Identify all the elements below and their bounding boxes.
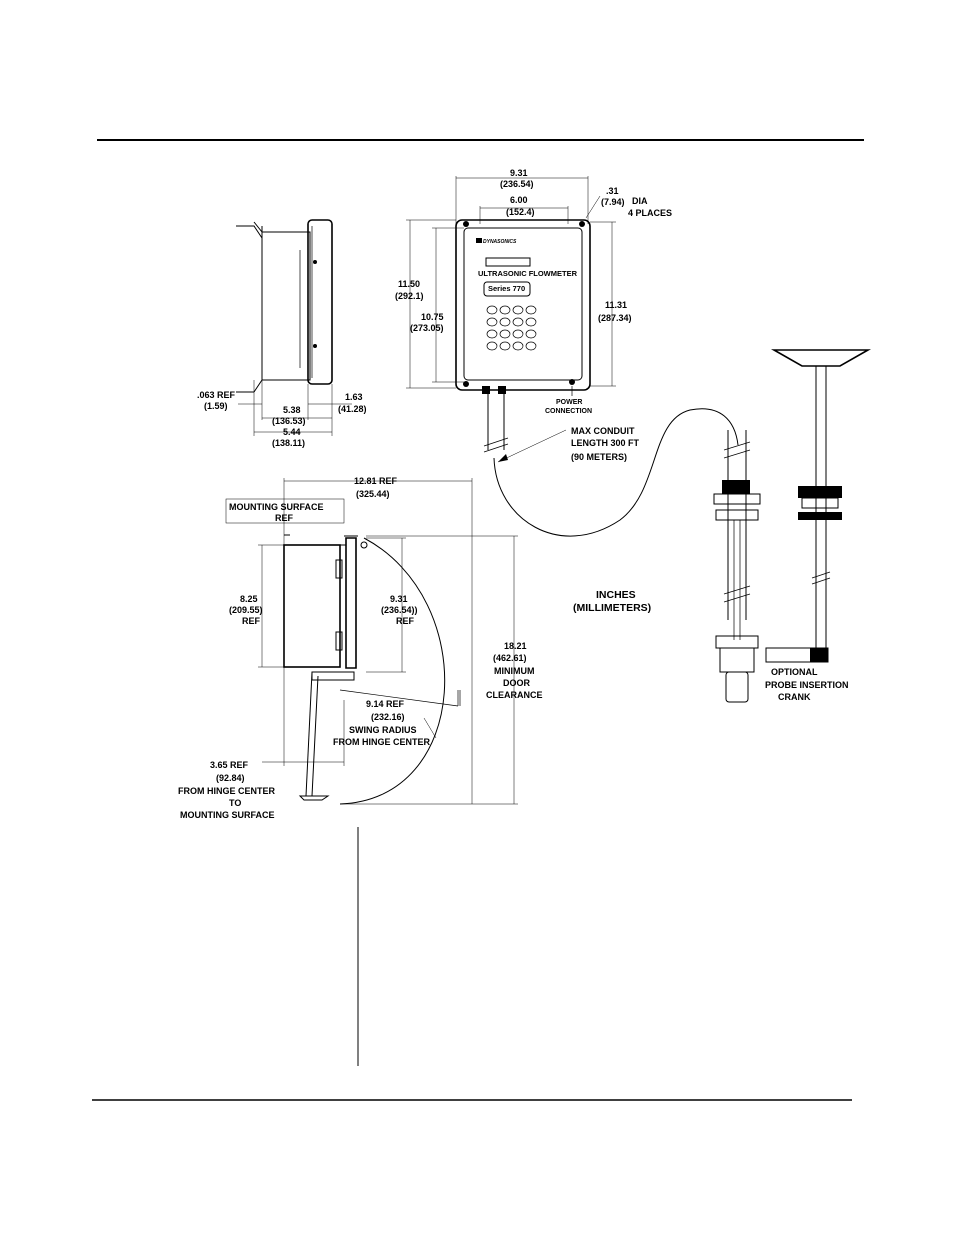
dim-931-top: 9.31: [390, 594, 408, 604]
dim-825: 8.25: [240, 594, 258, 604]
mounting-surface-line1: MOUNTING SURFACE: [229, 502, 324, 512]
dim-538: 5.38: [283, 405, 301, 415]
dim-365-l2: TO: [229, 798, 241, 808]
conduit-line2: LENGTH 300 FT: [571, 438, 640, 448]
dim-031: .31: [606, 186, 619, 196]
dim-825-ref: REF: [242, 616, 261, 626]
probe-assembly: [713, 430, 761, 703]
mounting-surface-line2: REF: [275, 513, 294, 523]
dim-365-l1: FROM HINGE CENTER: [178, 786, 276, 796]
dim-163: 1.63: [345, 392, 363, 402]
side-view: [236, 219, 352, 436]
dim-365: 3.65 REF: [210, 760, 249, 770]
dim-825-mm: (209.55): [229, 605, 263, 615]
dim-914: 9.14 REF: [366, 699, 405, 709]
dim-1821: 18.21: [504, 641, 527, 651]
dim-931-mm: (236.54): [500, 179, 534, 189]
dim-1131-mm: (287.34): [598, 313, 632, 323]
power-label-1: POWER: [556, 399, 582, 406]
dim-544: 5.44: [283, 427, 301, 437]
top-view: [225, 478, 518, 805]
dim-1131: 11.31: [605, 300, 627, 310]
dim-1281: 12.81 REF: [354, 476, 398, 486]
dim-1821-l3: CLEARANCE: [486, 690, 543, 700]
dim-538-mm: (136.53): [272, 416, 306, 426]
dim-063-mm: (1.59): [204, 401, 228, 411]
dim-1821-l1: MINIMUM: [494, 666, 535, 676]
crank-line2: PROBE INSERTION: [765, 680, 849, 690]
dim-063-ref: .063 REF: [197, 390, 236, 400]
dim-365-mm: (92.84): [216, 773, 245, 783]
brand-logo: DYNASONICS: [483, 239, 517, 245]
dim-1150: 11.50: [398, 279, 420, 289]
dim-1281-mm: (325.44): [356, 489, 390, 499]
dim-931-top-mm: (236.54)): [381, 605, 418, 615]
product-label: ULTRASONIC FLOWMETER: [478, 269, 578, 278]
conduit-line3: (90 METERS): [571, 452, 627, 462]
crank-line1: OPTIONAL: [771, 667, 818, 677]
dim-914-l1: SWING RADIUS: [349, 725, 417, 735]
units-inches: INCHES: [596, 589, 636, 601]
crank-line3: CRANK: [778, 692, 811, 702]
series-label: Series 770: [488, 284, 525, 293]
dim-163-mm: (41.28): [338, 404, 367, 414]
units-millimeters: (MILLIMETERS): [573, 602, 651, 614]
insertion-crank: [765, 349, 872, 663]
dim-1821-mm: (462.61): [493, 653, 527, 663]
dim-dia: DIA: [632, 196, 648, 206]
conduit-cable: [493, 408, 739, 537]
dim-600-mm: (152.4): [506, 207, 535, 217]
dim-1075: 10.75: [421, 312, 444, 322]
dim-914-mm: (232.16): [371, 712, 405, 722]
dim-600: 6.00: [510, 195, 528, 205]
dim-365-l3: MOUNTING SURFACE: [180, 810, 275, 820]
dim-1821-l2: DOOR: [503, 678, 531, 688]
dim-1075-mm: (273.05): [410, 323, 444, 333]
conduit-line1: MAX CONDUIT: [571, 426, 635, 436]
front-view: [406, 176, 616, 453]
dim-031-mm: (7.94): [601, 197, 625, 207]
dim-931-top-ref: REF: [396, 616, 415, 626]
dim-4-places: 4 PLACES: [628, 208, 672, 218]
power-label-2: CONNECTION: [545, 408, 592, 415]
dim-544-mm: (138.11): [272, 438, 305, 448]
dim-914-l2: FROM HINGE CENTER: [333, 737, 431, 747]
dim-931: 9.31: [510, 168, 528, 178]
dim-1150-mm: (292.1): [395, 291, 424, 301]
